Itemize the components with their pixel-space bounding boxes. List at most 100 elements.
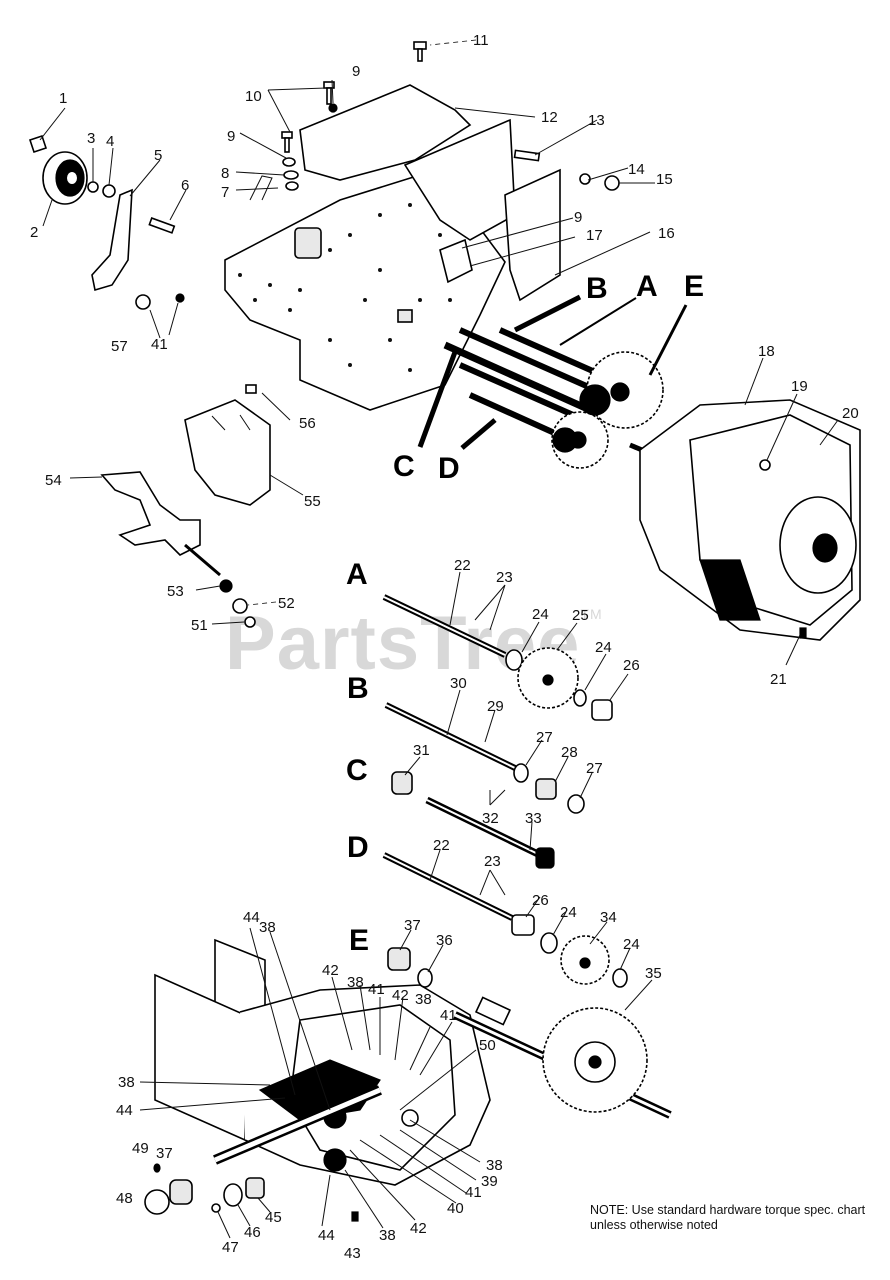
callout-38f: 38	[379, 1227, 396, 1244]
callout-31: 31	[413, 742, 430, 759]
callout-27a: 27	[536, 729, 553, 746]
shaft-gear-cluster	[443, 327, 691, 473]
callout-33: 33	[525, 810, 542, 827]
callout-48: 48	[116, 1190, 133, 1207]
callout-3: 3	[87, 130, 95, 147]
callout-39: 39	[481, 1173, 498, 1190]
callout-11: 11	[473, 32, 489, 49]
callout-51: 51	[191, 617, 208, 634]
section-label-D-upper: D	[438, 452, 460, 485]
callout-45: 45	[265, 1209, 282, 1226]
callout-32: 32	[482, 810, 499, 827]
callout-41a: 41	[151, 336, 168, 353]
section-label-C: C	[346, 754, 368, 787]
callout-44c: 44	[318, 1227, 335, 1244]
callout-38a: 38	[259, 919, 276, 936]
callout-30: 30	[450, 675, 467, 692]
section-label-D: D	[347, 831, 369, 864]
callout-6: 6	[181, 177, 189, 194]
callout-36: 36	[436, 932, 453, 949]
callout-9a: 9	[352, 63, 360, 80]
callout-42c: 42	[410, 1220, 427, 1237]
callout-1: 1	[59, 90, 67, 107]
callout-21: 21	[770, 671, 787, 688]
callout-16: 16	[658, 225, 675, 242]
lower-small-parts	[144, 947, 433, 1222]
callout-55: 55	[304, 493, 321, 510]
callout-37b: 37	[156, 1145, 173, 1162]
callout-38e: 38	[486, 1157, 503, 1174]
callout-13: 13	[588, 112, 605, 129]
callout-38d: 38	[118, 1074, 135, 1091]
shaft-D-parts	[382, 852, 628, 988]
callout-26a: 26	[623, 657, 640, 674]
callout-4: 4	[106, 133, 114, 150]
callout-47: 47	[222, 1239, 239, 1256]
callout-9c: 9	[574, 209, 582, 226]
callout-25: 25	[572, 607, 589, 624]
callout-29: 29	[487, 698, 504, 715]
callout-24b: 24	[595, 639, 612, 656]
torque-note: NOTE: Use standard hardware torque spec.…	[590, 1203, 866, 1232]
fasteners-top	[249, 41, 620, 201]
callout-10: 10	[245, 88, 262, 105]
section-label-B: B	[347, 672, 369, 705]
section-label-C-upper: C	[393, 450, 415, 483]
callout-22b: 22	[433, 837, 450, 854]
callout-41b: 41	[368, 981, 385, 998]
callout-43: 43	[344, 1245, 361, 1262]
callout-42a: 42	[322, 962, 339, 979]
callout-27b: 27	[586, 760, 603, 777]
callout-23b: 23	[484, 853, 501, 870]
section-label-A-upper: A	[636, 270, 658, 303]
callout-12: 12	[541, 109, 558, 126]
section-label-E-upper: E	[684, 270, 704, 303]
leader-lines	[39, 39, 839, 1239]
callout-19: 19	[791, 378, 808, 395]
callout-53: 53	[167, 583, 184, 600]
callout-41d: 41	[465, 1184, 482, 1201]
callout-26b: 26	[532, 892, 549, 909]
callout-57: 57	[111, 338, 128, 355]
callout-38b: 38	[347, 974, 364, 991]
callout-7: 7	[221, 184, 229, 201]
callout-38c: 38	[415, 991, 432, 1008]
bracket-17	[439, 238, 473, 284]
callout-37a: 37	[404, 917, 421, 934]
section-label-B-upper: B	[586, 272, 608, 305]
shaft-A-parts	[382, 594, 613, 721]
output-shaft-gear	[453, 996, 672, 1119]
callout-14: 14	[628, 161, 645, 178]
callout-56: 56	[299, 415, 316, 432]
callout-24c: 24	[560, 904, 577, 921]
callout-49: 49	[132, 1140, 149, 1157]
callout-9b: 9	[227, 128, 235, 145]
callout-17: 17	[586, 227, 603, 244]
callout-23a: 23	[496, 569, 513, 586]
callout-22a: 22	[454, 557, 471, 574]
callout-numbers: 1 2 3 4 5 6 7 8 9 9 9 10 11 12 13 14 15 …	[30, 32, 859, 1262]
callout-35: 35	[645, 965, 662, 982]
callout-24a: 24	[532, 606, 549, 623]
section-pointers	[417, 294, 688, 450]
callout-44a: 44	[243, 909, 260, 926]
section-label-E: E	[349, 924, 369, 957]
callout-44b: 44	[116, 1102, 133, 1119]
pulley-assembly	[28, 134, 185, 310]
callout-28: 28	[561, 744, 578, 761]
lower-gear-case	[154, 938, 491, 1186]
shaft-C-parts	[391, 771, 555, 869]
shift-lever-group	[100, 384, 271, 628]
callout-50: 50	[479, 1037, 496, 1054]
gear-housing	[639, 399, 861, 641]
callout-5: 5	[154, 147, 162, 164]
callout-40: 40	[447, 1200, 464, 1217]
callout-34: 34	[600, 909, 617, 926]
callout-42b: 42	[392, 987, 409, 1004]
callout-54: 54	[45, 472, 62, 489]
callout-52: 52	[278, 595, 295, 612]
callout-18: 18	[758, 343, 775, 360]
callout-20: 20	[842, 405, 859, 422]
callout-41c: 41	[440, 1007, 457, 1024]
